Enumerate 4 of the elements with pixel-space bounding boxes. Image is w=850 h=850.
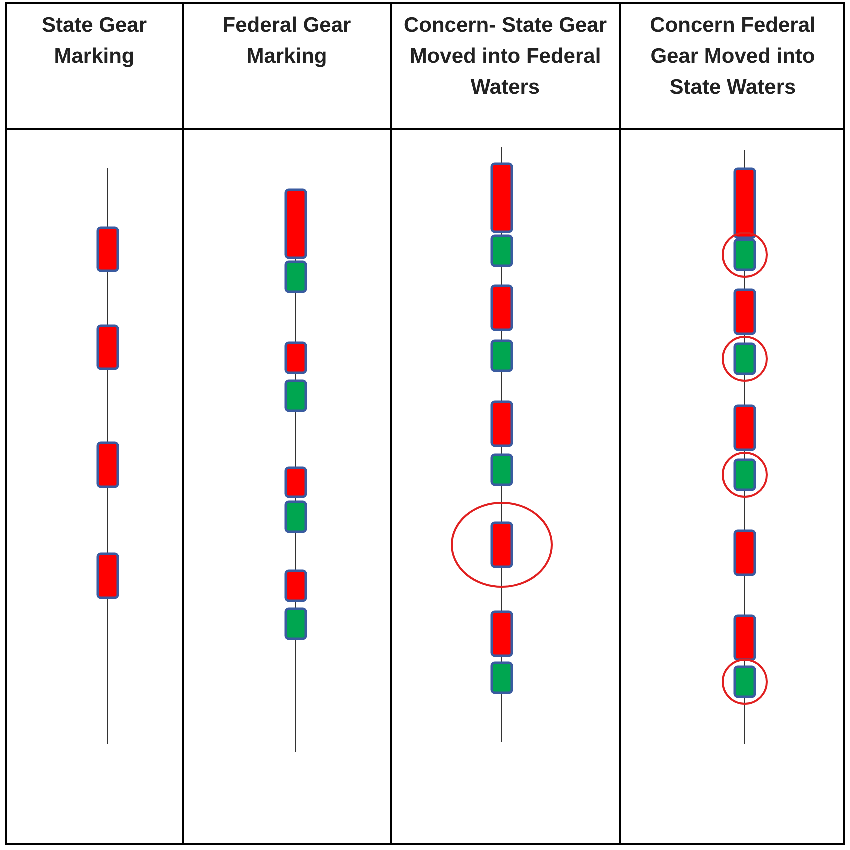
column-header: Concern Federal Gear Moved into State Waters	[649, 13, 817, 101]
column-header: Concern- State Gear Moved into Federal Waters	[402, 13, 608, 101]
column-header: State Gear Marking	[40, 13, 148, 70]
column-header: Federal Gear Marking	[222, 13, 352, 70]
